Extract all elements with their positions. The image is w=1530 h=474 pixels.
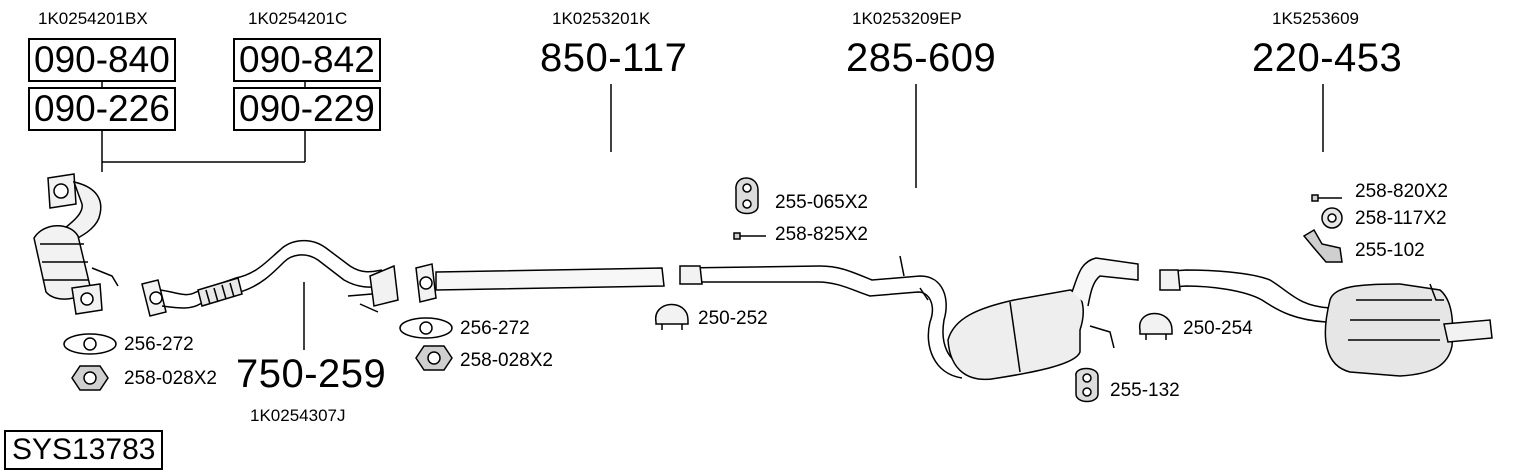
accessory-label-clamp[interactable]: 250-252 xyxy=(698,308,768,329)
accessory-label-bracket[interactable]: 255-102 xyxy=(1355,240,1425,261)
part-number-box[interactable]: 090-229 xyxy=(233,87,381,131)
bolt-icon xyxy=(733,232,766,240)
oem-number-rear-silencer: 1K5253609 xyxy=(1272,9,1359,28)
washer-icon xyxy=(1321,207,1343,229)
accessory-label-nut[interactable]: 258-028X2 xyxy=(124,368,217,389)
rubber-mount-icon xyxy=(735,177,759,215)
accessory-label-gasket[interactable]: 256-272 xyxy=(460,318,530,339)
bolt-icon xyxy=(1311,194,1342,202)
part-number-middle-pipe[interactable]: 850-117 xyxy=(540,36,688,80)
part-number-center-silencer[interactable]: 285-609 xyxy=(846,36,997,80)
catalytic-converter xyxy=(33,173,119,315)
accessory-label-nut[interactable]: 258-028X2 xyxy=(460,350,553,371)
oem-number-manifold-right: 1K0254201C xyxy=(248,9,348,28)
bracket-icon xyxy=(1302,228,1343,263)
nut-icon xyxy=(415,345,453,371)
accessory-label-rubber-mount[interactable]: 255-132 xyxy=(1110,380,1180,401)
accessory-label-washer[interactable]: 258-117X2 xyxy=(1355,208,1447,229)
part-number-box[interactable]: 090-226 xyxy=(28,87,176,131)
part-number-front-pipe[interactable]: 750-259 xyxy=(236,352,387,396)
clamp-icon xyxy=(1139,312,1173,340)
part-number-box[interactable]: 090-840 xyxy=(28,38,176,82)
accessory-label-rubber-mount[interactable]: 255-065X2 xyxy=(775,192,868,213)
center-silencer xyxy=(679,255,1139,380)
gasket-icon xyxy=(63,333,117,355)
gasket-icon xyxy=(399,317,453,339)
part-number-rear-silencer[interactable]: 220-453 xyxy=(1252,36,1403,80)
middle-pipe xyxy=(435,267,665,291)
oem-number-center-silencer: 1K0253209EP xyxy=(852,9,962,28)
nut-icon xyxy=(71,365,109,391)
flange xyxy=(415,263,437,303)
rubber-mount-icon xyxy=(1075,367,1099,403)
rear-silencer xyxy=(1159,269,1493,377)
oem-number-front-pipe: 1K0254307J xyxy=(250,406,346,425)
accessory-label-bolt[interactable]: 258-820X2 xyxy=(1355,181,1448,202)
system-id-box: SYS13783 xyxy=(4,430,164,470)
oem-number-middle-pipe: 1K0253201K xyxy=(552,9,651,28)
clamp-icon xyxy=(655,303,689,330)
accessory-label-bolt[interactable]: 258-825X2 xyxy=(775,224,868,245)
oem-number-manifold-left: 1K0254201BX xyxy=(38,9,148,28)
part-number-box[interactable]: 090-842 xyxy=(233,38,381,82)
front-pipe xyxy=(141,239,399,317)
accessory-label-clamp[interactable]: 250-254 xyxy=(1183,318,1253,339)
accessory-label-gasket[interactable]: 256-272 xyxy=(124,334,194,355)
